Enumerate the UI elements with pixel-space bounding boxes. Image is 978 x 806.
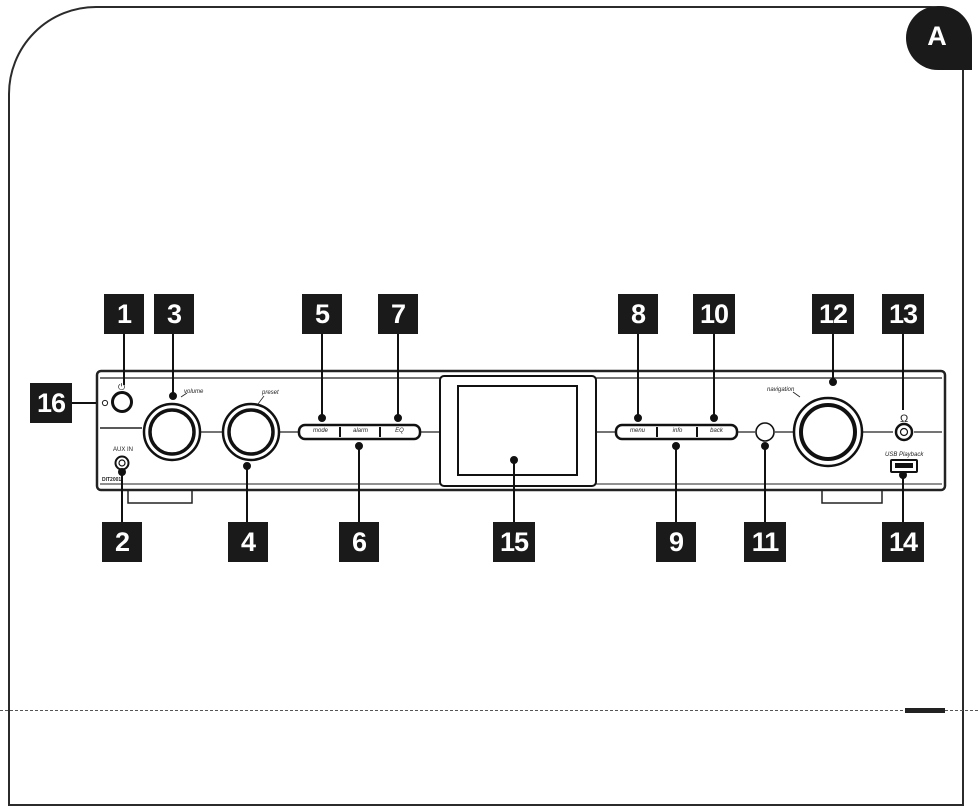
model-label: DIT2001 (102, 477, 122, 483)
callout-12: 12 (812, 294, 854, 334)
eq-button[interactable]: EQ (395, 428, 404, 434)
menu-button[interactable]: menu (629, 428, 645, 434)
callout-11: 11 (744, 522, 786, 562)
callout-7: 7 (378, 294, 418, 334)
power-symbol: ⏻ (118, 382, 126, 392)
callout-4: 4 (228, 522, 268, 562)
callout-14: 14 (882, 522, 924, 562)
device-drawing (70, 334, 947, 522)
callout-9: 9 (656, 522, 696, 562)
callout-5: 5 (302, 294, 342, 334)
callout-2: 2 (102, 522, 142, 562)
usb-playback-label: USB Playback (885, 452, 924, 458)
info-button[interactable]: info (672, 428, 683, 434)
callout-10: 10 (693, 294, 735, 334)
callout-6: 6 (339, 522, 379, 562)
volume-label: volume (184, 389, 204, 395)
preset-knob (221, 402, 281, 462)
right-button-strip (614, 423, 739, 441)
navigation-label: navigation (767, 387, 795, 393)
power-button (111, 391, 133, 413)
alarm-button[interactable]: alarm (352, 428, 368, 434)
standby-led (101, 399, 109, 407)
cut-line (0, 710, 978, 711)
aux-in-jack (114, 455, 130, 471)
callout-13: 13 (882, 294, 924, 334)
left-button-strip (297, 423, 422, 441)
navigation-knob (792, 396, 864, 468)
ir-sensor (755, 422, 775, 442)
page-tab: A (906, 6, 972, 70)
preset-label: preset (262, 390, 279, 396)
mode-button[interactable]: mode (312, 428, 328, 434)
leader-lines (70, 334, 907, 522)
callout-15: 15 (493, 522, 535, 562)
callout-3: 3 (154, 294, 194, 334)
callout-1: 1 (104, 294, 144, 334)
callout-8: 8 (618, 294, 658, 334)
back-button[interactable]: back (710, 428, 723, 434)
aux-in-label: AUX IN (113, 447, 134, 453)
callout-16: 16 (30, 383, 72, 423)
cut-line-mark (905, 708, 945, 713)
headphone-icon: Ω (900, 413, 909, 425)
volume-knob (142, 402, 202, 462)
headphone-jack (894, 422, 914, 442)
